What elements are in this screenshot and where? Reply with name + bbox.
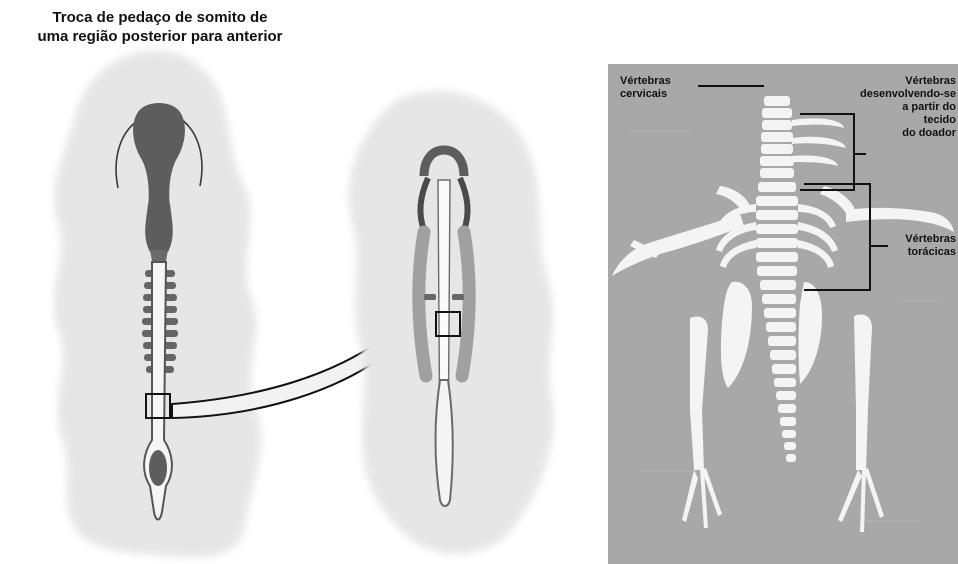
thoracic-vertebrae (756, 182, 798, 276)
label-cervical-line-2: cervicais (620, 88, 667, 100)
label-donor-line-4: tecido (924, 114, 957, 126)
host-right-column (462, 232, 469, 376)
label-donor-line-5: do doador (902, 127, 956, 139)
host-graft-mark-right (452, 294, 464, 300)
label-thoracic-line-2: torácicas (908, 246, 956, 258)
label-donor-line-3: a partir do (902, 101, 956, 113)
host-left-column (419, 232, 426, 376)
title-line-1: Troca de pedaço de somito de (52, 9, 267, 26)
right-tibia (856, 408, 868, 470)
title-line-2: uma região posterior para anterior (37, 28, 282, 45)
label-donor-line-1: Vértebras (905, 75, 956, 87)
cervical-vertebrae (760, 96, 794, 178)
label-thoracic-line-1: Vértebras (905, 233, 956, 245)
host-tail (436, 380, 453, 506)
skeleton-photo: Vértebras cervicais Vértebras desenvolve… (608, 64, 958, 564)
label-cervical-line-1: Vértebras (620, 75, 671, 87)
label-donor-line-2: desenvolvendo-se (860, 88, 956, 100)
donor-tail-bud (149, 450, 167, 486)
donor-embryo (54, 50, 261, 557)
donor-upper-body (145, 204, 173, 252)
host-graft-mark-left (424, 294, 436, 300)
host-embryo (349, 91, 554, 554)
